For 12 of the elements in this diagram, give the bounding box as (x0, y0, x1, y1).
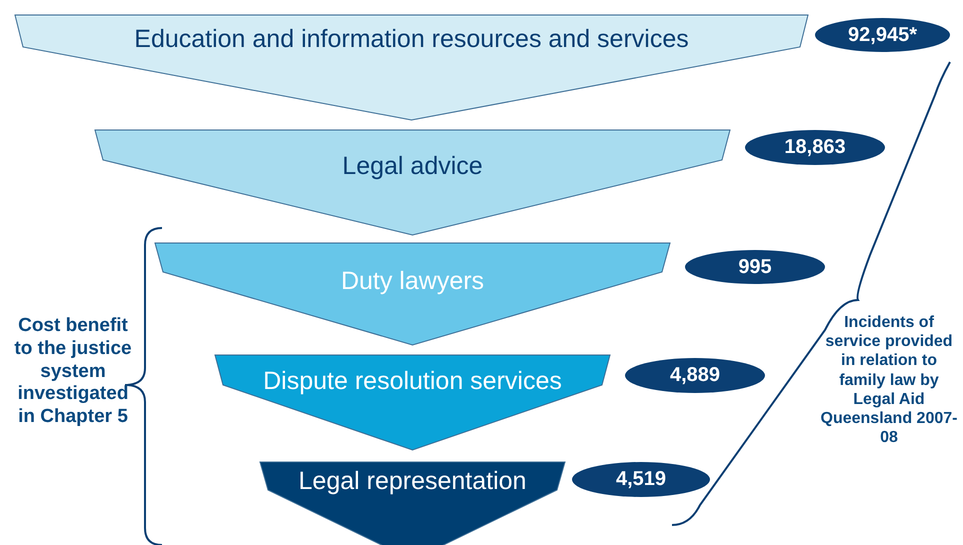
side-note: Cost benefit to the justice system investigated in Chapter 5 (13, 315, 133, 429)
stage-label: Legal representation (298, 467, 526, 496)
stage-label: Dispute resolution services (263, 367, 562, 396)
count-badge: 18,863 (745, 130, 885, 165)
count-badge: 995 (685, 250, 825, 284)
count-badge: 92,945* (815, 18, 950, 52)
stage-label: Duty lawyers (340, 267, 484, 296)
stage-label: Education and information resources and services (134, 25, 689, 54)
count-badge: 4,519 (572, 462, 710, 497)
count-badge: 4,889 (625, 358, 765, 393)
side-note: Incidents of service provided in relation to family law by Legal Aid Queensland 2007- 08 (820, 313, 958, 448)
stage-label: Legal advice (342, 152, 483, 181)
